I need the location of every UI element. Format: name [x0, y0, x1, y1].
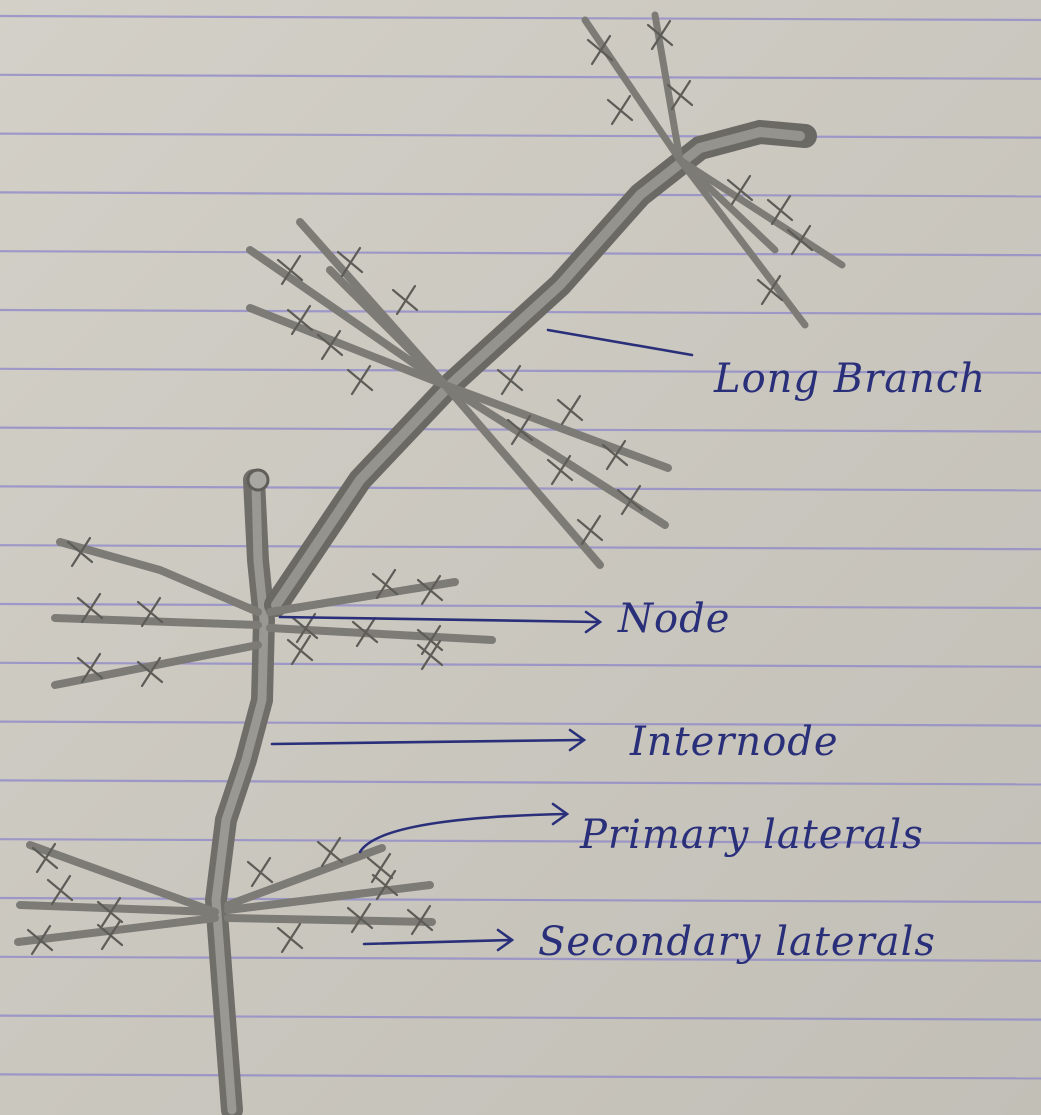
stem-apex	[248, 470, 268, 490]
ruled-line	[0, 134, 1041, 138]
secondary-lateral-tick	[608, 96, 632, 124]
primary-laterals-arrow	[360, 814, 565, 852]
secondary-lateral-tick	[288, 636, 312, 664]
secondary-laterals-arrow	[364, 940, 510, 944]
ruled-line	[0, 251, 1041, 255]
top-whorl	[585, 15, 842, 325]
ruled-line	[0, 545, 1041, 549]
ruled-line	[0, 722, 1041, 726]
ruled-line	[0, 486, 1041, 490]
long-branch-leader	[548, 330, 692, 355]
ruled-line	[0, 192, 1041, 196]
ruled-line	[0, 898, 1041, 902]
label-primary-laterals: Primary laterals	[579, 812, 924, 858]
secondary-lateral-tick	[558, 396, 582, 424]
ruled-line	[0, 75, 1041, 79]
label-long-branch: Long Branch	[713, 356, 986, 402]
label-secondary-laterals: Secondary laterals	[538, 919, 936, 965]
label-node: Node	[617, 596, 730, 642]
internode-arrow	[272, 740, 582, 744]
node-arrow	[280, 617, 598, 622]
secondary-lateral-tick	[248, 858, 272, 886]
ruled-line	[0, 780, 1041, 784]
secondary-lateral-tick	[393, 286, 417, 314]
upper-whorl	[250, 222, 668, 565]
ruled-line	[0, 1074, 1041, 1078]
secondary-lateral-tick	[48, 876, 72, 904]
ruled-line	[0, 1016, 1041, 1020]
secondary-lateral-tick	[368, 854, 392, 882]
ruled-line	[0, 16, 1041, 20]
secondary-lateral-tick	[278, 924, 302, 952]
label-internode: Internode	[629, 719, 839, 765]
